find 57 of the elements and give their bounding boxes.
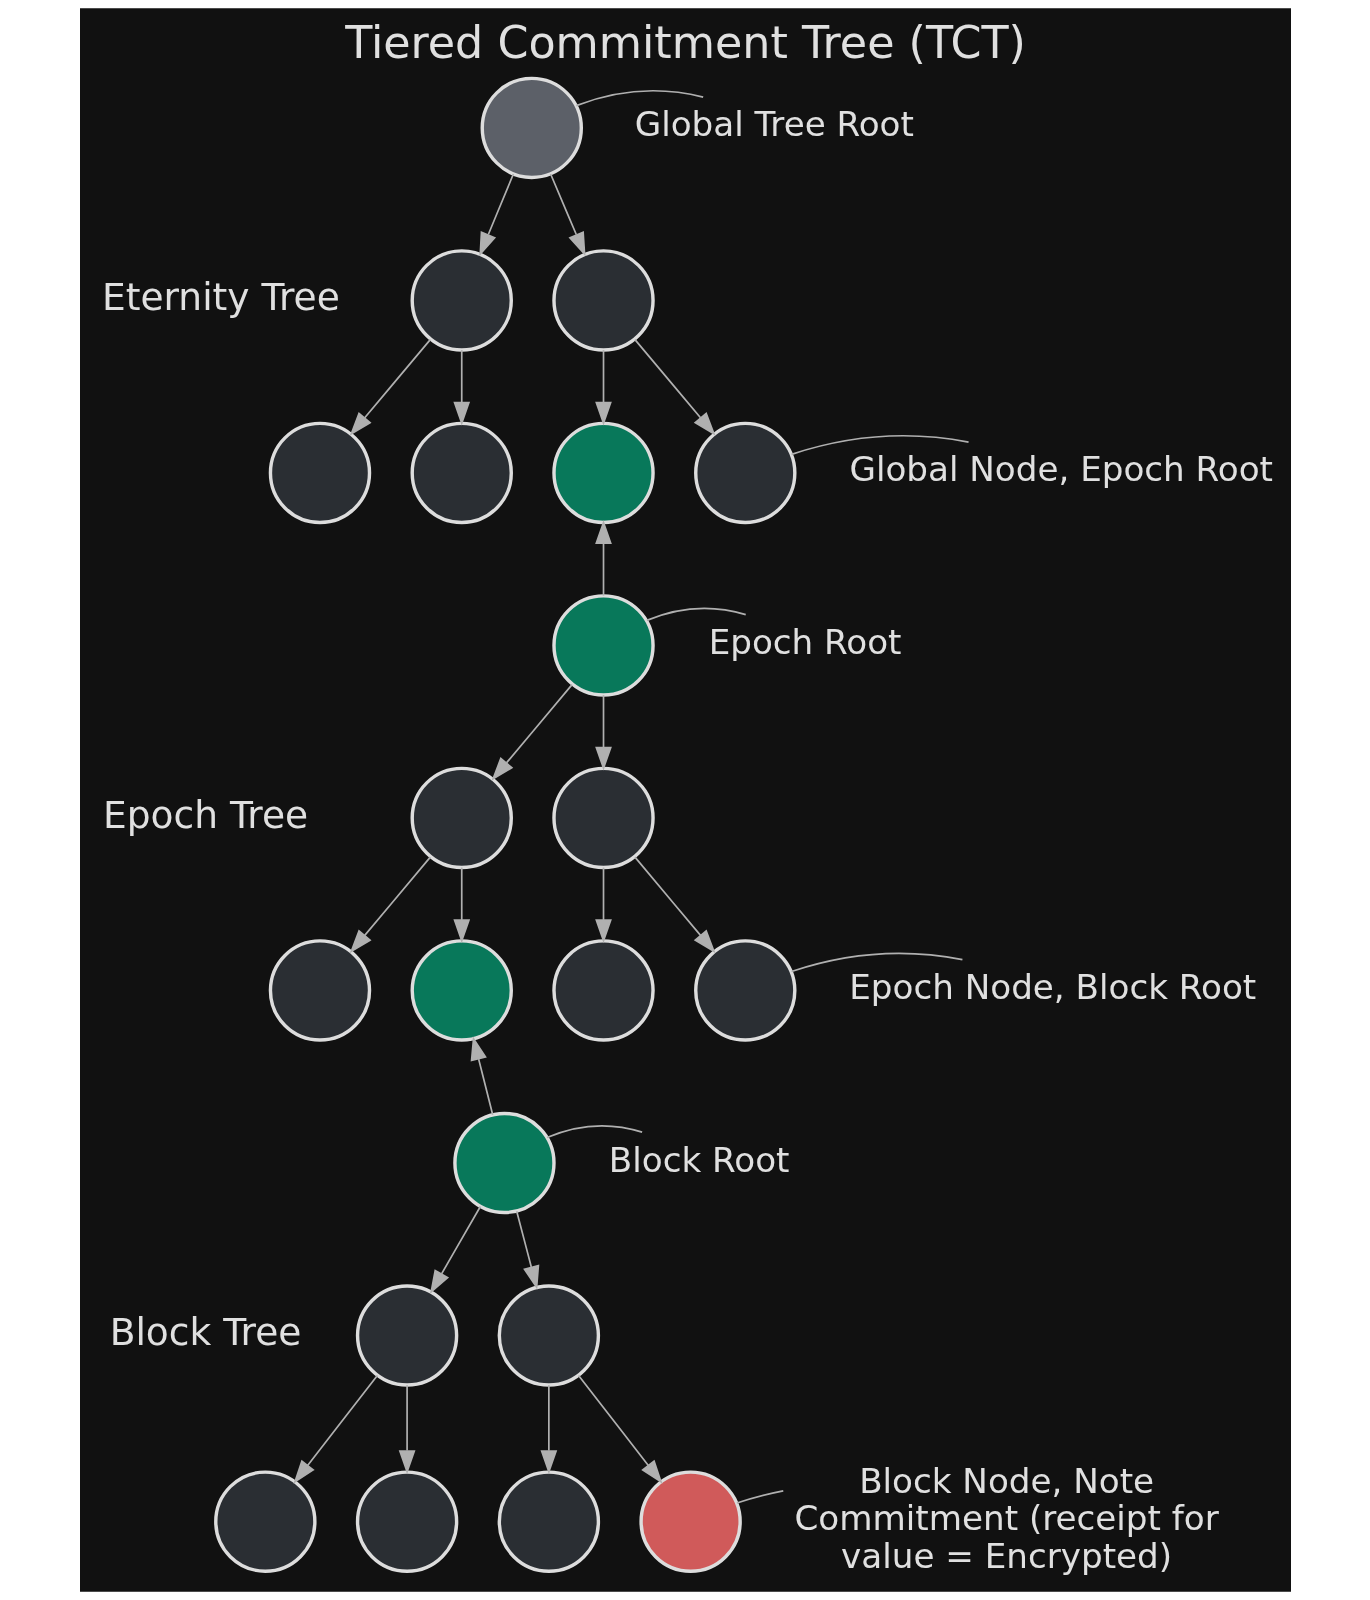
node-circle [551,249,655,352]
node-circle [355,1470,458,1573]
node-text: Epoch Root [708,621,901,662]
node-text: Block Node, Note Commitment (receipt for value = Encrypted) [794,1460,1219,1576]
arrow [452,349,470,426]
arrow [478,173,514,257]
node-circle [410,939,513,1042]
connector [735,1490,784,1504]
label: Block Tree [109,1310,301,1355]
node-circle [410,766,513,870]
arrow [349,338,431,436]
arrow [292,1374,378,1484]
arrow [515,1210,539,1290]
arrow [594,866,612,944]
diagram-title: Tiered Commitment Tree (TCT) [344,16,1026,68]
arrow [452,866,470,944]
arrow [429,1205,481,1295]
connector [574,89,704,107]
arrow [549,173,586,257]
arrow [349,856,431,954]
node-circle [497,1284,600,1387]
arrow [594,694,612,771]
node-text: Global Tree Root [634,104,914,145]
node-circle [268,421,371,525]
node-circle [452,1111,556,1215]
arrow [633,338,716,436]
connector [545,1124,643,1139]
node-text: Block Root [608,1139,789,1180]
node-circle [551,594,655,697]
node-circle [551,939,655,1042]
node-circle [410,421,513,525]
arrow [577,1374,663,1484]
label: Eternity Tree [101,274,340,319]
node-circle [410,249,513,352]
node-circle [480,76,583,180]
node-circle [355,1284,458,1387]
node-circle [213,1470,317,1573]
arrow [490,683,573,781]
arrow [539,1384,557,1475]
node-text: Global Node, Epoch Root [849,449,1273,490]
connector [790,952,963,973]
node-circle [497,1470,600,1573]
connector [790,434,969,456]
node-text: Epoch Node, Block Root [848,966,1256,1007]
arrow [398,1384,415,1475]
node-circle [551,766,655,870]
node-circle [551,421,655,525]
node-circle [693,939,796,1042]
node-circle [638,1470,742,1573]
arrow [470,1036,494,1116]
label: Epoch Tree [102,792,308,837]
connector [645,607,747,622]
arrow [594,520,612,597]
node-circle [693,421,796,525]
arrow [633,856,716,954]
arrow [594,349,612,426]
node-circle [268,939,371,1042]
